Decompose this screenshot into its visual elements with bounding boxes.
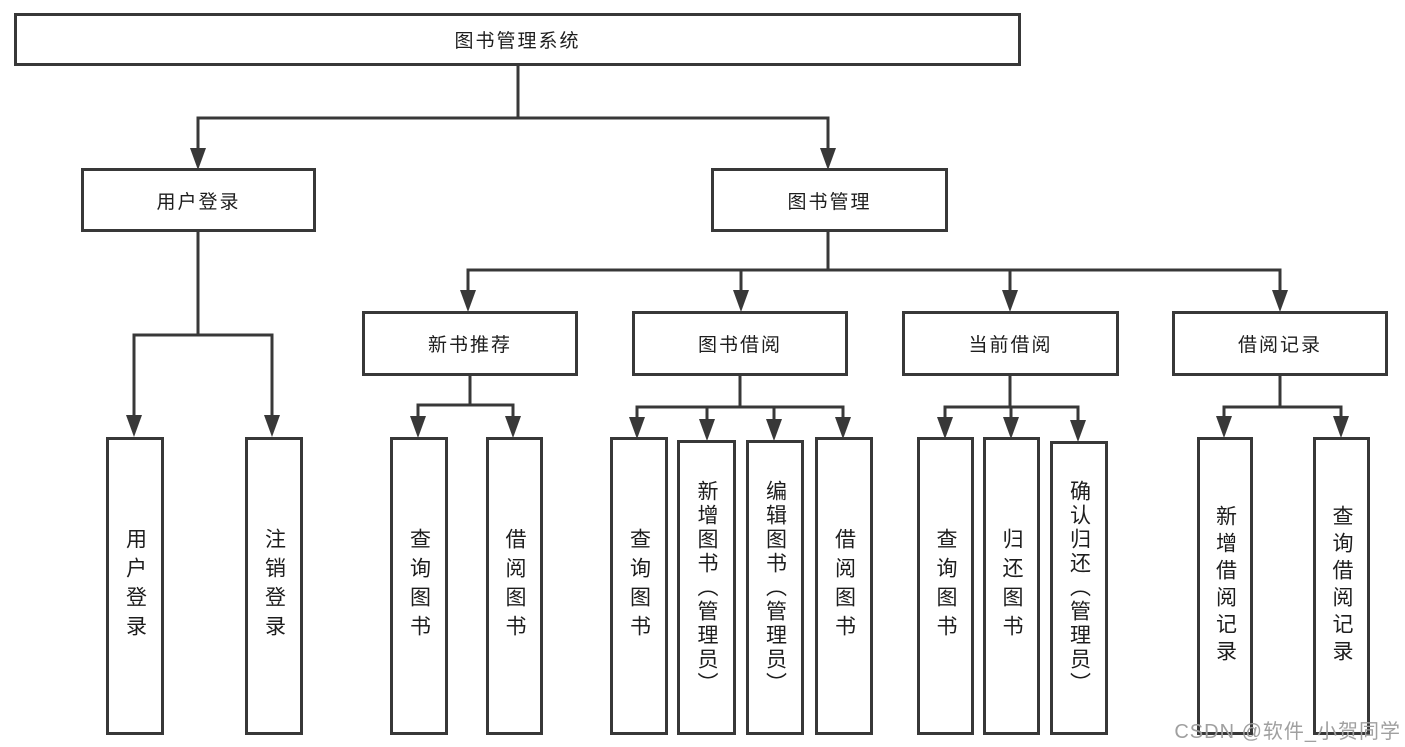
node-book-borrowing: 图书借阅	[632, 311, 848, 376]
arrow-down-icon	[1003, 417, 1019, 439]
node-user-login-branch: 用户登录	[81, 168, 316, 232]
arrow-down-icon	[937, 417, 953, 439]
node-book-management-branch: 图书管理	[711, 168, 948, 232]
node-current-borrowing: 当前借阅	[902, 311, 1119, 376]
arrow-down-icon	[1002, 290, 1018, 312]
arrow-down-icon	[410, 416, 426, 438]
arrow-down-icon	[190, 148, 206, 170]
arrow-down-icon	[126, 415, 142, 437]
node-bb-query-book: 查询图书	[610, 437, 668, 735]
node-nbr-borrow-book: 借阅图书	[486, 437, 543, 735]
arrow-down-icon	[733, 290, 749, 312]
arrow-down-icon	[1216, 416, 1232, 438]
node-br-add-record: 新增借阅记录	[1197, 437, 1253, 735]
node-nbr-query-book: 查询图书	[390, 437, 448, 735]
arrow-down-icon	[1272, 290, 1288, 312]
node-root-system: 图书管理系统	[14, 13, 1021, 66]
arrow-down-icon	[505, 416, 521, 438]
arrow-down-icon	[766, 419, 782, 441]
node-logout: 注销登录	[245, 437, 303, 735]
arrow-down-icon	[1070, 420, 1086, 442]
arrow-down-icon	[820, 148, 836, 170]
arrow-down-icon	[699, 419, 715, 441]
arrow-down-icon	[1333, 416, 1349, 438]
arrow-down-icon	[835, 417, 851, 439]
csdn-watermark: CSDN @软件_小贺同学	[1174, 721, 1401, 743]
arrowheads	[126, 148, 1349, 442]
node-cb-return-book: 归还图书	[983, 437, 1040, 735]
node-cb-confirm-return-admin: 确认归还（管理员）	[1050, 441, 1108, 735]
arrow-down-icon	[460, 290, 476, 312]
node-bb-add-book-admin: 新增图书（管理员）	[677, 440, 736, 735]
arrow-down-icon	[629, 417, 645, 439]
node-new-book-recommend: 新书推荐	[362, 311, 578, 376]
node-borrowing-records: 借阅记录	[1172, 311, 1388, 376]
node-bb-edit-book-admin: 编辑图书（管理员）	[746, 440, 804, 735]
node-br-query-record: 查询借阅记录	[1313, 437, 1370, 735]
node-bb-borrow-book: 借阅图书	[815, 437, 873, 735]
node-user-login: 用户登录	[106, 437, 164, 735]
node-cb-query-book: 查询图书	[917, 437, 974, 735]
arrow-down-icon	[264, 415, 280, 437]
